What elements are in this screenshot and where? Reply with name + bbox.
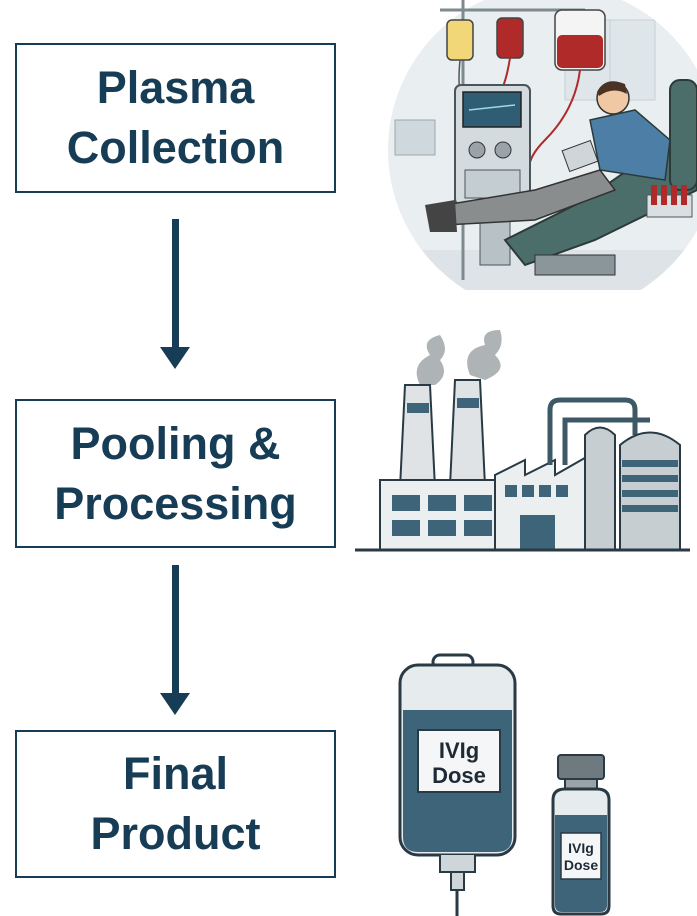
step-box-pooling-processing: Pooling & Processing: [15, 399, 336, 548]
step-box-final-product: Final Product: [15, 730, 336, 878]
down-arrow-icon: [160, 565, 190, 715]
vial-label-line: Dose: [564, 857, 598, 873]
vial-label-line: IVIg: [568, 840, 594, 856]
step-label-line: Final: [122, 748, 228, 799]
step-label-line: Collection: [66, 122, 285, 173]
step-label-line: Processing: [54, 477, 297, 529]
step-box-plasma-collection: Plasma Collection: [15, 43, 336, 193]
final-product-illustration: IVIg Dose IVIg Dose: [398, 653, 611, 916]
bag-label-line: Dose: [432, 763, 486, 788]
factory-illustration: [355, 330, 690, 552]
iv-bag-icon: IVIg Dose: [398, 653, 517, 916]
vial-icon: IVIg Dose: [551, 754, 611, 916]
plasma-donor-illustration: [388, 0, 697, 290]
step-label-line: Pooling &: [70, 417, 281, 469]
bag-label-line: IVIg: [439, 738, 479, 763]
down-arrow-icon: [160, 219, 190, 369]
step-label-line: Product: [90, 808, 261, 859]
step-label-line: Plasma: [96, 62, 255, 113]
